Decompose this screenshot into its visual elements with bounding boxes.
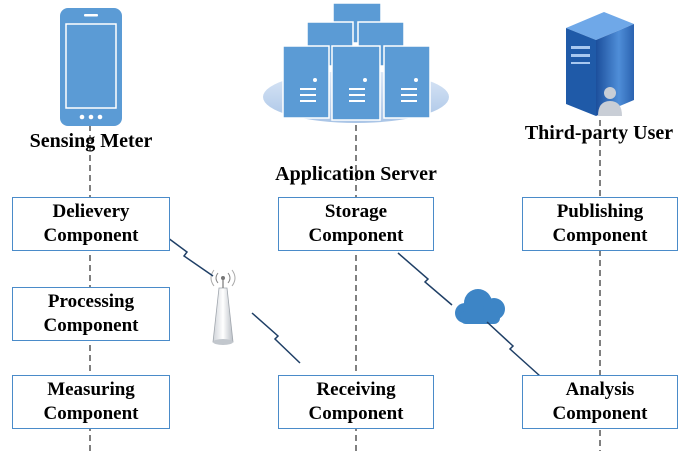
smartphone-icon [60, 8, 122, 126]
measuring-component-line1: Measuring [47, 378, 135, 402]
user-workstation-icon [566, 12, 634, 116]
third-party-user-title: Third-party User [524, 122, 674, 144]
analysis-component-box: Analysis Component [522, 375, 678, 429]
server-cluster-icon [263, 2, 449, 123]
cloud-icon [455, 289, 505, 324]
link-storage-to-cloud [397, 252, 453, 306]
link-antenna-to-receiving [251, 312, 301, 364]
processing-component-box: Processing Component [12, 287, 170, 341]
publishing-component-line2: Component [552, 224, 648, 248]
storage-component-box: Storage Component [278, 197, 434, 251]
communication-links [159, 231, 541, 377]
storage-component-line2: Component [308, 224, 404, 248]
analysis-component-line1: Analysis [565, 378, 635, 402]
processing-component-line2: Component [43, 314, 139, 338]
link-cloud-to-analysis [486, 321, 541, 377]
antenna-icon [210, 269, 236, 345]
measuring-component-box: Measuring Component [12, 375, 170, 429]
processing-component-line1: Processing [47, 290, 135, 314]
storage-component-line1: Storage [324, 200, 388, 224]
publishing-component-line1: Publishing [556, 200, 644, 224]
measuring-component-line2: Component [43, 402, 139, 426]
analysis-component-line2: Component [552, 402, 648, 426]
link-delivery-to-antenna [159, 231, 214, 277]
delivery-component-box: Delievery Component [12, 197, 170, 251]
delivery-component-line2: Component [43, 224, 139, 248]
application-server-title: Application Server [275, 163, 437, 185]
receiving-component-line2: Component [308, 402, 404, 426]
receiving-component-box: Receiving Component [278, 375, 434, 429]
publishing-component-box: Publishing Component [522, 197, 678, 251]
receiving-component-line1: Receiving [316, 378, 396, 402]
delivery-component-line1: Delievery [52, 200, 130, 224]
sensing-meter-title: Sensing Meter [29, 130, 153, 152]
